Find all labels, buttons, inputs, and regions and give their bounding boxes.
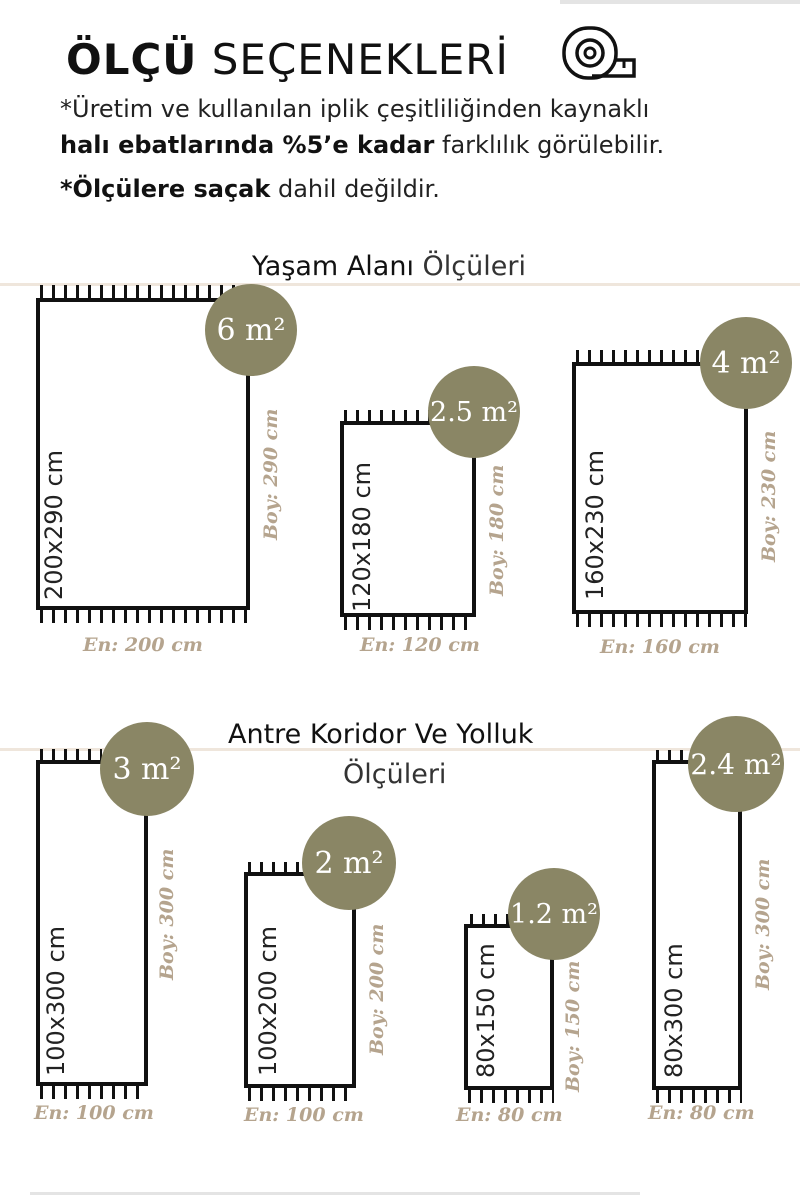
rug-length-label: Boy: 200 cm [366,923,388,1055]
rug-fringe-bottom [40,610,250,623]
rug-fringe-bottom [576,614,748,627]
rug-fringe-top [344,410,434,423]
rug-fringe-top [248,862,310,875]
corridor-section-divider [0,748,800,751]
rug-width-label: En: 100 cm [34,1102,154,1124]
rug-fringe-top [40,749,102,762]
rug-length-label: Boy: 300 cm [156,848,178,980]
living-section-title-main: Yaşam Alanı [252,251,414,282]
living-section-title-rest: Ölçüleri [413,251,526,282]
area-badge: 2.4 m² [688,716,784,812]
rug-fringe-bottom [40,1086,148,1099]
rug-width-label: En: 80 cm [648,1102,755,1124]
rug-fringe-bottom [344,617,476,630]
area-badge: 2 m² [302,816,396,910]
rug-fringe-top [470,914,512,927]
area-badge: 3 m² [100,722,194,816]
rug-length-label: Boy: 290 cm [260,408,282,540]
rug-fringe-bottom [468,1090,554,1103]
rug-width-label: En: 200 cm [83,634,203,656]
note-line-3-bold: *Ölçülere saçak [60,175,271,203]
living-section-title: Yaşam Alanı Ölçüleri [252,250,526,284]
rug-fringe-top [656,750,690,763]
rug-fringe-bottom [248,1088,356,1101]
note-line-2-bold: halı ebatlarında %5’e kadar [60,131,435,159]
rug-outline [572,362,748,614]
rug-outline [36,760,148,1086]
note-line-1: *Üretim ve kullanılan iplik çeşitliliğin… [60,95,650,123]
rug-size-label: 100x200 cm [254,925,282,1076]
rug-size-label: 200x290 cm [40,449,68,600]
rug-size-label: 100x300 cm [42,925,70,1076]
rug-width-label: En: 80 cm [456,1104,563,1126]
page-title-bold: ÖLÇÜ [66,35,198,84]
rug-fringe-top [576,350,702,363]
measuring-tape-icon [562,26,636,80]
living-section-divider [0,283,800,286]
rug-size-label: 160x230 cm [581,449,609,600]
bottom-divider [30,1192,640,1195]
area-badge: 4 m² [700,317,792,409]
rug-length-label: Boy: 180 cm [486,464,508,596]
rug-width-label: En: 120 cm [360,634,480,656]
area-badge: 6 m² [205,284,297,376]
corridor-section-title: Antre Koridor Ve Yolluk [228,719,534,750]
rug-size-label: 80x150 cm [472,943,500,1078]
rug-outline [652,760,742,1090]
rug-fringe-bottom [656,1090,742,1103]
area-badge: 2.5 m² [428,366,520,458]
page-title-light: SEÇENEKLERİ [211,35,509,84]
rug-size-label: 80x300 cm [660,943,688,1078]
rug-fringe-top [40,285,240,298]
top-divider [560,0,800,4]
note-line-3: *Ölçülere saçak dahil değildir. [60,172,440,206]
rug-outline [340,421,476,617]
rug-width-label: En: 160 cm [600,636,720,658]
rug-width-label: En: 100 cm [244,1104,364,1126]
corridor-section-subtitle: Ölçüleri [343,759,447,790]
rug-length-label: Boy: 150 cm [562,960,584,1092]
rug-size-label: 120x180 cm [348,461,376,612]
note-line-2: halı ebatlarında %5’e kadar farklılık gö… [60,128,664,162]
rug-length-label: Boy: 300 cm [752,858,774,990]
page-title: ÖLÇÜ SEÇENEKLERİ [66,32,509,88]
note-line-2-rest: farklılık görülebilir. [434,131,665,159]
note-line-3-rest: dahil değildir. [270,175,440,203]
area-badge: 1.2 m² [508,868,600,960]
rug-length-label: Boy: 230 cm [758,430,780,562]
